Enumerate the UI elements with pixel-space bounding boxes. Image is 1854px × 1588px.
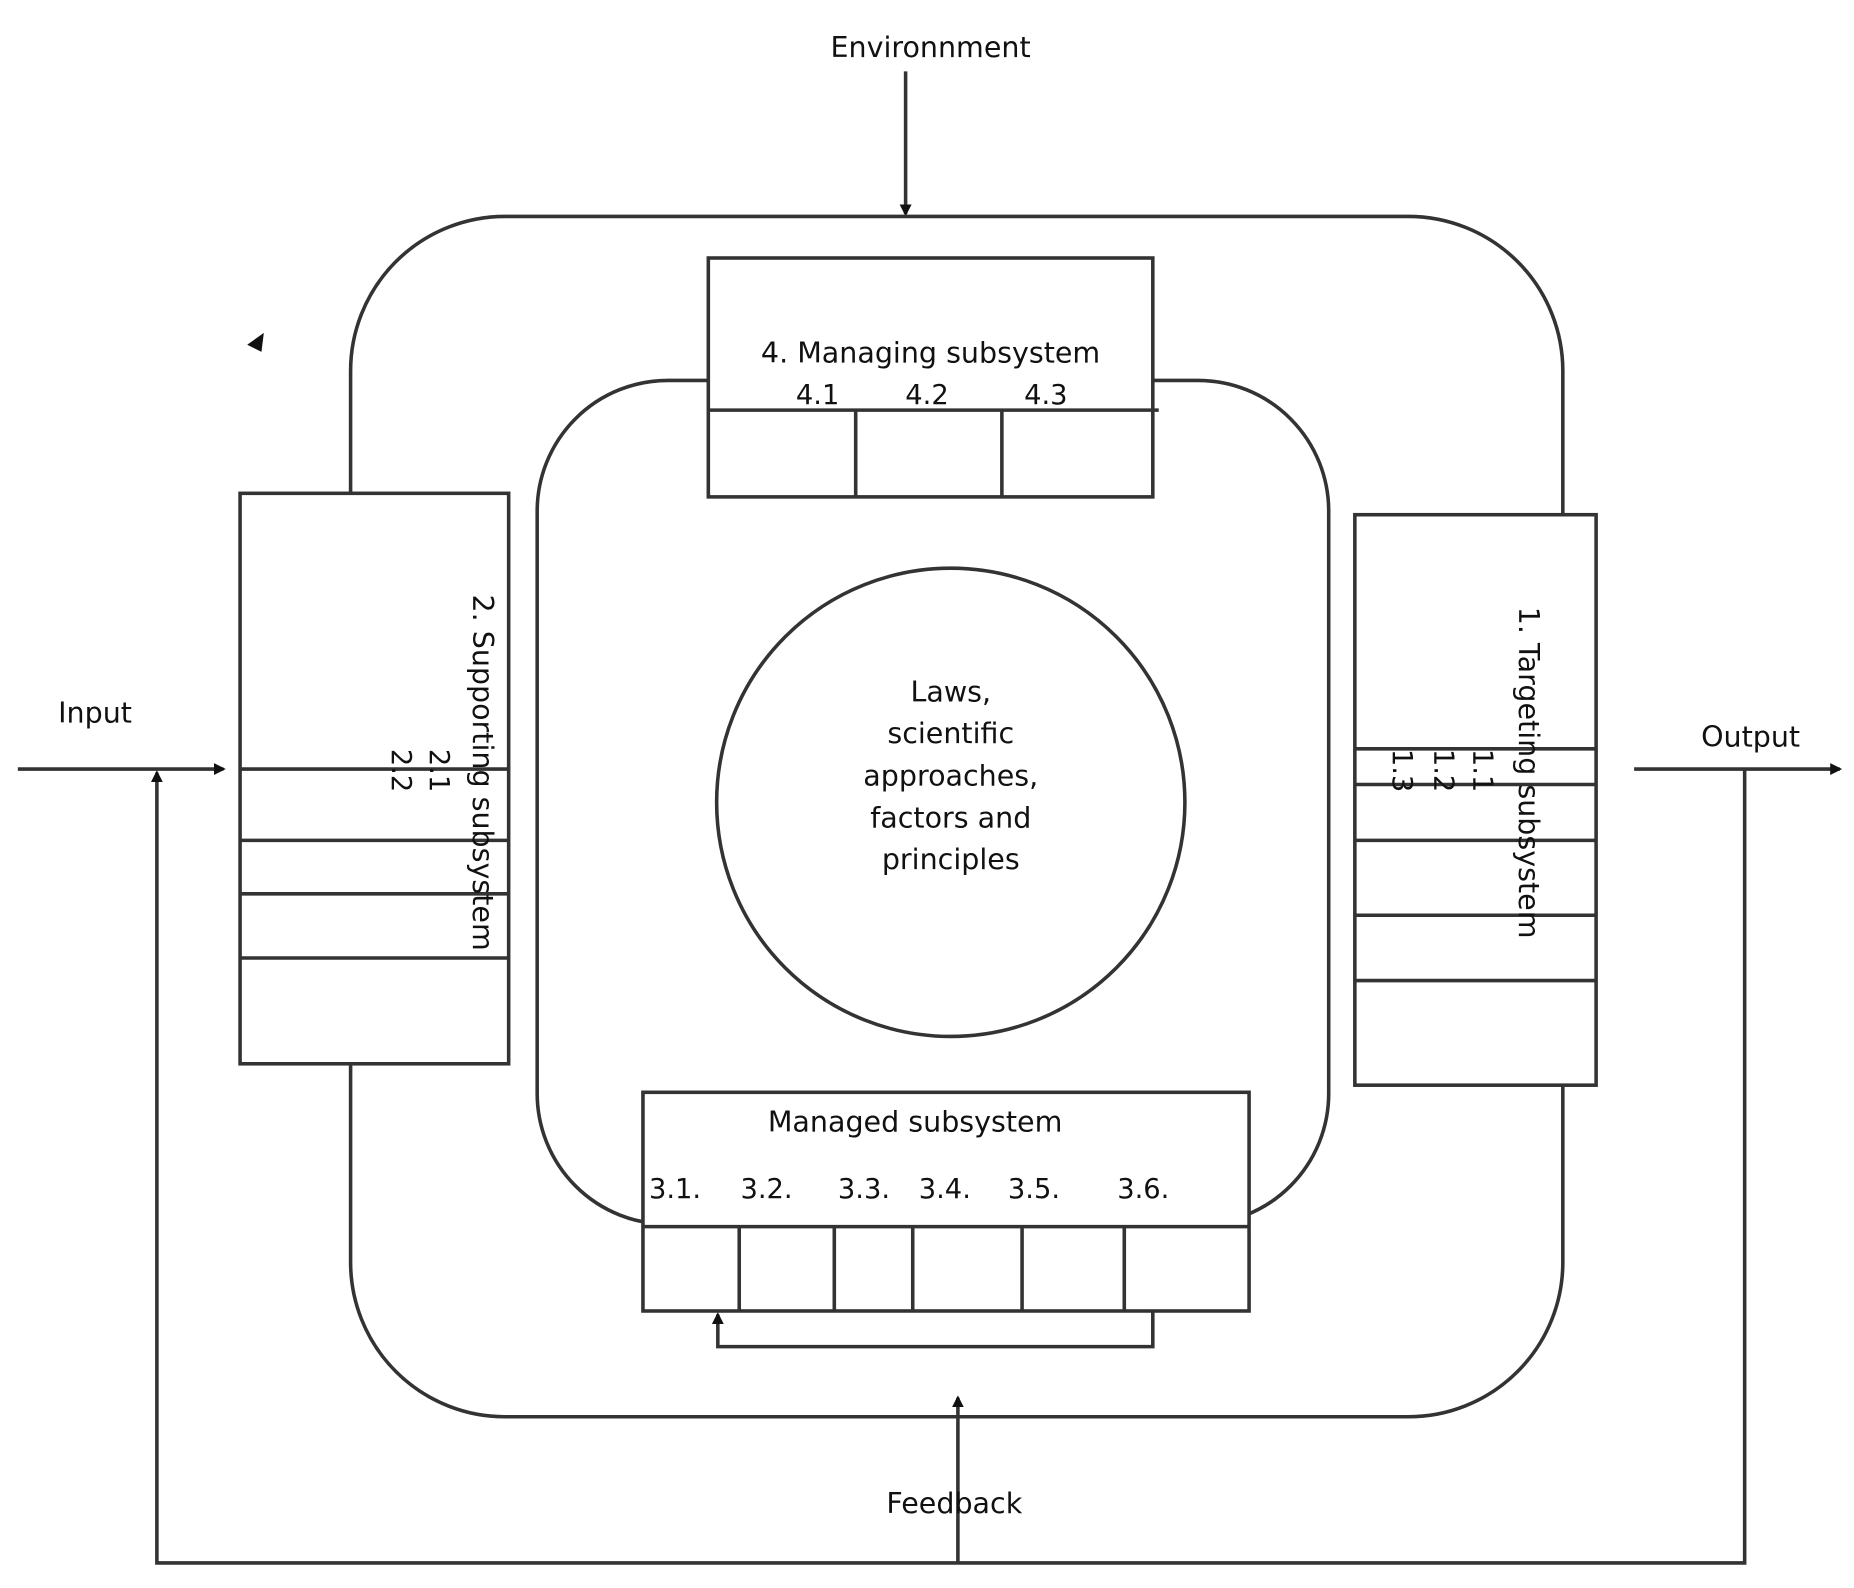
managed-item: 3.5.: [1008, 1174, 1060, 1205]
output-label: Output: [1701, 720, 1800, 753]
managed-item: 3.3.: [838, 1174, 890, 1205]
supporting-item: 2.1: [423, 749, 454, 792]
managed-item: 3.4.: [919, 1174, 971, 1205]
center-line: approaches,: [863, 760, 1038, 793]
center-line: principles: [882, 843, 1020, 876]
targeting-item: 1.3: [1386, 749, 1417, 792]
center-line: scientific: [887, 717, 1014, 750]
center-line: factors and: [870, 801, 1031, 834]
targeting-title: 1. Targeting subsystem: [1512, 607, 1545, 939]
targeting-item: 1.2: [1427, 749, 1458, 792]
feedback-label: Feedback: [886, 1487, 1022, 1520]
internal-feedback-arrow: [711, 1310, 1155, 1349]
managed-subsystem-box: Managed subsystem 3.1. 3.2. 3.3. 3.4. 3.…: [641, 1090, 1251, 1313]
managing-item: 4.1: [796, 380, 839, 411]
core-circle: [714, 566, 1187, 1039]
supporting-item: 2.2: [385, 749, 416, 792]
managed-item: 3.1.: [649, 1174, 701, 1205]
targeting-subsystem-box: 1. Targeting subsystem 1.1 1.2 1.3: [1353, 512, 1598, 1087]
supporting-title: 2. Supporting subsystem: [466, 594, 499, 950]
managed-title: Managed subsystem: [768, 1106, 1063, 1139]
managing-item: 4.2: [905, 380, 948, 411]
center-line: Laws,: [910, 675, 991, 708]
managing-item: 4.3: [1024, 380, 1067, 411]
managed-item: 3.6.: [1117, 1174, 1169, 1205]
stray-triangle-icon: [247, 332, 264, 352]
feedback-loop-arrow: [150, 769, 1747, 1565]
supporting-subsystem-box: 2. Supporting subsystem 2.1 2.2: [238, 491, 511, 1066]
targeting-item: 1.1: [1467, 749, 1498, 792]
input-label: Input: [58, 697, 132, 730]
managed-item: 3.2.: [740, 1174, 792, 1205]
managing-subsystem-box: 4. Managing subsystem 4.1 4.2 4.3: [706, 256, 1159, 499]
managing-title: 4. Managing subsystem: [761, 337, 1100, 370]
environment-label: Environnment: [830, 31, 1030, 64]
